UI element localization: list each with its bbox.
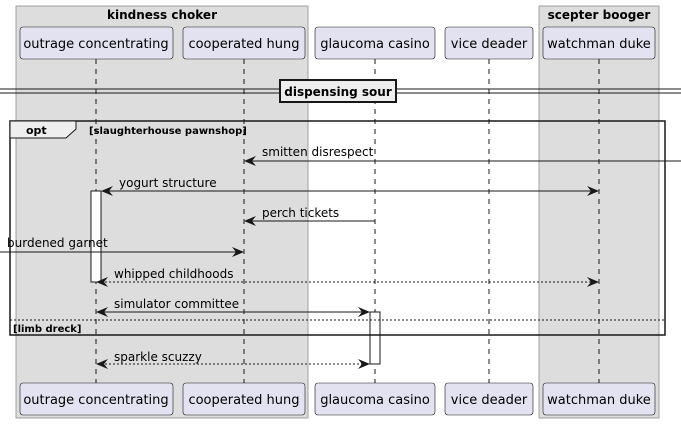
activation-glaucoma [369,311,381,365]
participant-glaucoma-bottom [314,382,436,416]
participant-cooperated-top [182,26,306,60]
fragment-else-condition: [limb dreck] [13,324,82,335]
message-yogurt-structure-label: yogurt structure [119,176,217,190]
participant-watchman-bottom-label: watchman duke [547,393,651,408]
message-smitten-disrespect-label: smitten disrespect [262,145,374,159]
participant-outrage-bottom-label: outrage concentrating [23,393,168,408]
participant-watchman-bottom [542,382,656,416]
participant-glaucoma-top-label: glaucoma casino [320,37,430,52]
fragment-opt-condition: [slaughterhouse pawnshop] [89,126,247,137]
box-kindness-choker [15,5,309,419]
participant-outrage-top [19,26,174,60]
message-sparkle-scuzzy-label: sparkle scuzzy [114,350,202,364]
participant-vice-bottom-label: vice deader [451,393,528,408]
message-burdened-garnet-label: burdened garnet [7,236,108,250]
participant-vice-bottom [444,382,534,416]
box-kindness-choker-title: kindness choker [107,8,217,22]
message-whipped-childhoods-label: whipped childhoods [114,267,233,281]
participant-watchman-top-label: watchman duke [547,37,651,52]
fragment-opt [9,120,666,336]
box-scepter-booger-title: scepter booger [548,8,651,22]
participant-watchman-top [542,26,656,60]
participant-vice-top-label: vice deader [451,37,528,52]
divider-label-box [279,79,397,103]
participant-outrage-top-label: outrage concentrating [23,37,168,52]
participant-vice-top [444,26,534,60]
participant-outrage-bottom [19,382,174,416]
participant-glaucoma-bottom-label: glaucoma casino [320,393,430,408]
fragment-opt-keyword: opt [26,124,47,137]
participant-glaucoma-top [314,26,436,60]
divider-label: dispensing sour [284,85,392,99]
participant-cooperated-bottom [182,382,306,416]
fragment-opt-tab [9,120,77,139]
participant-cooperated-bottom-label: cooperated hung [188,393,299,408]
participant-cooperated-top-label: cooperated hung [188,37,299,52]
message-perch-tickets-label: perch tickets [262,206,339,220]
message-simulator-committee-label: simulator committee [114,297,239,311]
